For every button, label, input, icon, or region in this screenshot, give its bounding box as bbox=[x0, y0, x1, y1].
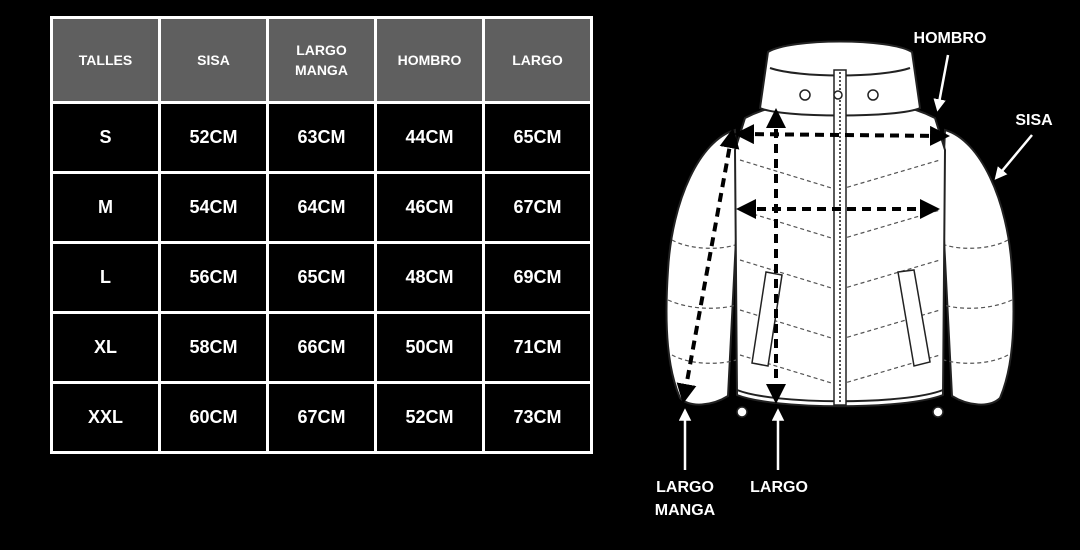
sisa-cell: 54CM bbox=[158, 171, 269, 244]
largo-manga-cell: 67CM bbox=[266, 381, 377, 454]
sisa-cell: 60CM bbox=[158, 381, 269, 454]
right-sleeve bbox=[940, 128, 1015, 406]
label-largo-manga: LARGO MANGA bbox=[654, 479, 716, 519]
hombro-cell: 50CM bbox=[374, 311, 485, 384]
table-row: XL 58CM 66CM 50CM 71CM bbox=[50, 311, 593, 384]
largo-manga-cell: 63CM bbox=[266, 101, 377, 174]
header-largo-manga: LARGO MANGA bbox=[266, 16, 377, 104]
hombro-cell: 48CM bbox=[374, 241, 485, 314]
label-sisa: SISA bbox=[1015, 112, 1053, 129]
largo-cell: 65CM bbox=[482, 101, 593, 174]
size-cell: XL bbox=[50, 311, 161, 384]
largo-manga-cell: 64CM bbox=[266, 171, 377, 244]
largo-cell: 73CM bbox=[482, 381, 593, 454]
measurement-arrows bbox=[676, 108, 950, 404]
header-sisa: SISA bbox=[158, 16, 269, 104]
table-header-row: TALLES SISA LARGO MANGA HOMBRO LARGO bbox=[50, 16, 593, 104]
largo-cell: 71CM bbox=[482, 311, 593, 384]
hombro-cell: 46CM bbox=[374, 171, 485, 244]
table-row: S 52CM 63CM 44CM 65CM bbox=[50, 101, 593, 174]
size-chart-table: TALLES SISA LARGO MANGA HOMBRO LARGO S 5… bbox=[50, 16, 593, 454]
sisa-pointer-arrow bbox=[994, 134, 1033, 180]
sisa-cell: 58CM bbox=[158, 311, 269, 384]
hombro-pointer-arrow bbox=[933, 54, 950, 112]
right-pocket bbox=[897, 269, 931, 367]
table-row: M 54CM 64CM 46CM 67CM bbox=[50, 171, 593, 244]
largo-manga-cell: 65CM bbox=[266, 241, 377, 314]
table-row: XXL 60CM 67CM 52CM 73CM bbox=[50, 381, 593, 454]
puffer-jacket-diagram bbox=[665, 40, 1033, 470]
header-talles: TALLES bbox=[50, 16, 161, 104]
hombro-cell: 52CM bbox=[374, 381, 485, 454]
header-largo: LARGO bbox=[482, 16, 593, 104]
largo-cell: 67CM bbox=[482, 171, 593, 244]
size-cell: L bbox=[50, 241, 161, 314]
largo-manga-cell: 66CM bbox=[266, 311, 377, 384]
hombro-cell: 44CM bbox=[374, 101, 485, 174]
header-hombro: HOMBRO bbox=[374, 16, 485, 104]
size-cell: S bbox=[50, 101, 161, 174]
size-cell: XXL bbox=[50, 381, 161, 454]
label-largo: LARGO bbox=[750, 479, 808, 496]
label-pointer-arrows bbox=[678, 54, 1033, 470]
toggles bbox=[736, 89, 944, 418]
size-cell: M bbox=[50, 171, 161, 244]
label-hombro: HOMBRO bbox=[913, 30, 987, 47]
table-row: L 56CM 65CM 48CM 69CM bbox=[50, 241, 593, 314]
zipper bbox=[833, 69, 847, 406]
sisa-cell: 56CM bbox=[158, 241, 269, 314]
largo-cell: 69CM bbox=[482, 241, 593, 314]
sisa-cell: 52CM bbox=[158, 101, 269, 174]
